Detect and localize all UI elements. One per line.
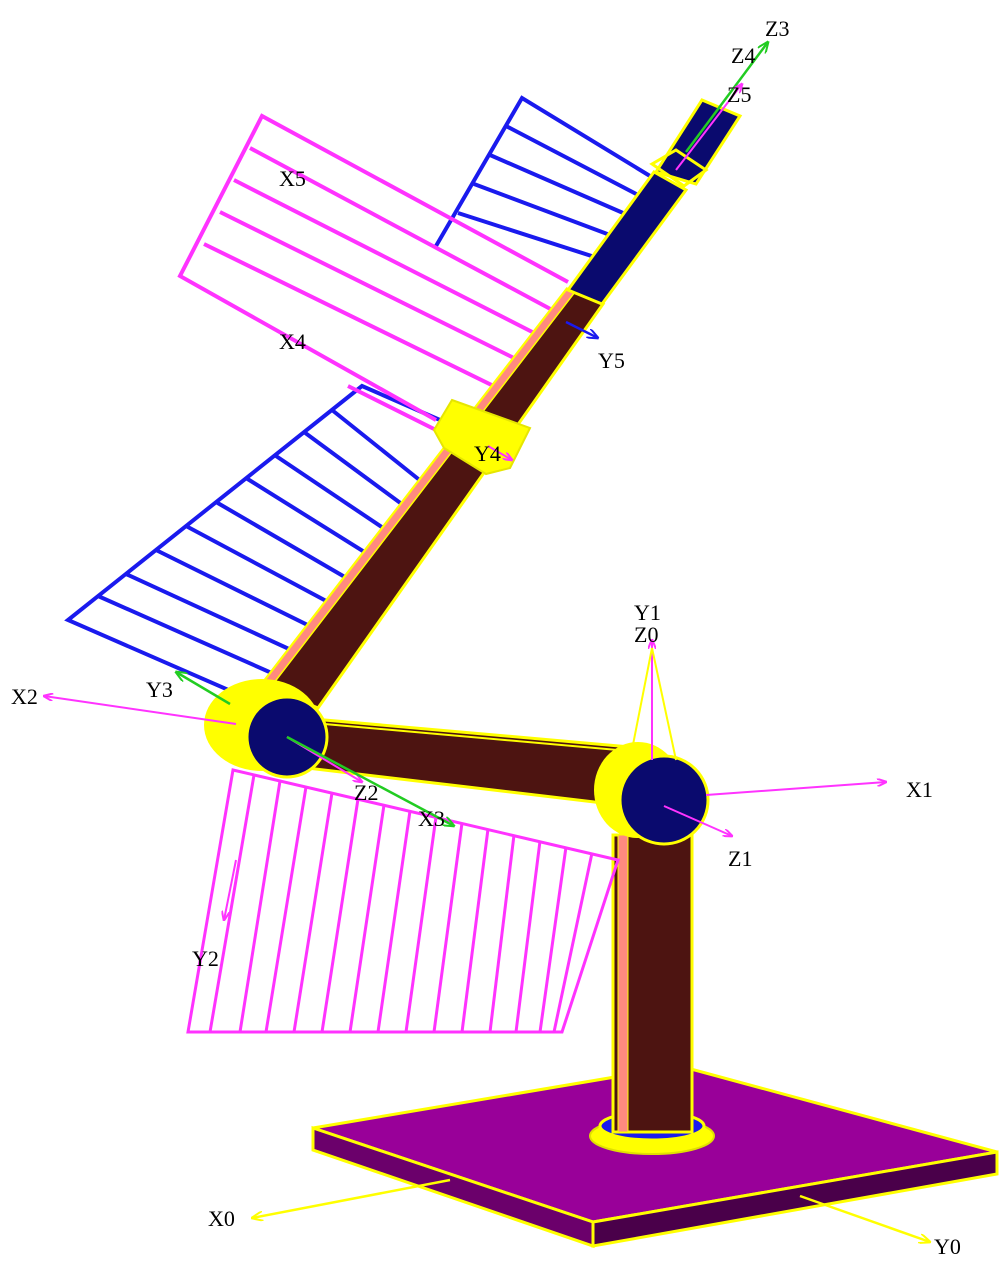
label-y5: Y5 <box>598 348 625 373</box>
sweep-line <box>514 840 542 1033</box>
column-highlight <box>617 834 629 1133</box>
link-2-body <box>288 716 644 808</box>
frame-1-axes <box>629 640 886 836</box>
y5-axis <box>565 320 598 338</box>
sweep-line <box>238 780 282 1033</box>
axis-labels: Z3 Z4 Z5 X5 X4 Y5 Y4 Y1 Z0 X2 Y3 Z2 X3 X… <box>11 16 961 1259</box>
sweep-line <box>505 124 641 198</box>
sweep-line <box>489 153 631 218</box>
label-z5: Z5 <box>727 82 751 107</box>
label-x5: X5 <box>279 166 306 191</box>
sweep-line <box>320 798 360 1033</box>
label-x3: X3 <box>418 806 445 831</box>
sweep-line <box>432 822 464 1033</box>
label-y0: Y0 <box>934 1234 961 1259</box>
y2-sweep-outline <box>186 768 620 1034</box>
x1-axis <box>705 782 886 796</box>
sweep-line <box>552 852 594 1033</box>
link-4-body <box>565 170 689 306</box>
label-y2: Y2 <box>192 946 219 971</box>
blue-sweep-outline <box>64 383 441 718</box>
x3-axis <box>286 735 454 826</box>
magenta-sweep-outline <box>177 113 569 422</box>
sweep-line <box>538 846 568 1033</box>
label-y1: Y1 <box>634 600 661 625</box>
label-x1: X1 <box>906 777 933 802</box>
sweep-line <box>460 828 490 1033</box>
label-x2: X2 <box>11 684 38 709</box>
label-y3: Y3 <box>146 677 173 702</box>
label-z2: Z2 <box>354 780 378 805</box>
z0-support-right <box>651 647 677 761</box>
sweep-line <box>457 211 605 262</box>
z0-support-left <box>629 647 653 761</box>
sweep-line <box>264 786 308 1033</box>
z3-axis <box>684 42 768 153</box>
upper-blue-sweep <box>434 95 652 262</box>
y2-axis <box>224 859 237 920</box>
label-z4: Z4 <box>731 43 755 68</box>
x0-axis <box>252 1178 451 1218</box>
sweep-line <box>292 792 334 1033</box>
y4-axis <box>487 445 512 460</box>
link-2 <box>288 716 644 808</box>
sweep-line <box>347 384 441 434</box>
shoulder-joint <box>594 742 710 846</box>
sweep-line <box>233 178 545 340</box>
link-5-ring <box>649 148 709 188</box>
label-z0: Z0 <box>634 622 658 647</box>
z1-axis <box>663 805 732 836</box>
upper-blue-outline <box>434 95 652 248</box>
label-x4: X4 <box>279 329 306 354</box>
z5-axis <box>675 84 742 171</box>
y3-axis <box>176 672 231 706</box>
shoulder-joint-face <box>618 754 710 846</box>
sweep-line <box>219 210 531 368</box>
frame-4-5-axes <box>487 42 768 460</box>
label-z3: Z3 <box>765 16 789 41</box>
sweep-line <box>302 430 420 518</box>
base-column <box>589 833 715 1155</box>
label-y4: Y4 <box>474 441 501 466</box>
frame-0-axes <box>252 1178 930 1242</box>
sweep-line <box>249 146 557 314</box>
sweep-line <box>376 810 412 1033</box>
sweep-line <box>488 834 516 1033</box>
x4-x5-magenta-sweep <box>177 113 569 434</box>
sweep-line <box>348 804 386 1033</box>
sweep-line <box>203 242 515 398</box>
sweep-line <box>473 182 619 240</box>
label-z1: Z1 <box>728 846 752 871</box>
x2-axis <box>44 696 237 725</box>
sweep-line <box>330 408 434 492</box>
sweep-line <box>208 774 256 1033</box>
y2-magenta-sweep <box>186 768 620 1034</box>
frame-2-3-axes <box>44 672 454 826</box>
y0-axis <box>799 1194 930 1242</box>
base-plate-right-side <box>591 1150 999 1248</box>
link-2-edge <box>301 721 641 753</box>
sweep-line <box>404 816 438 1033</box>
label-x0: X0 <box>208 1206 235 1231</box>
